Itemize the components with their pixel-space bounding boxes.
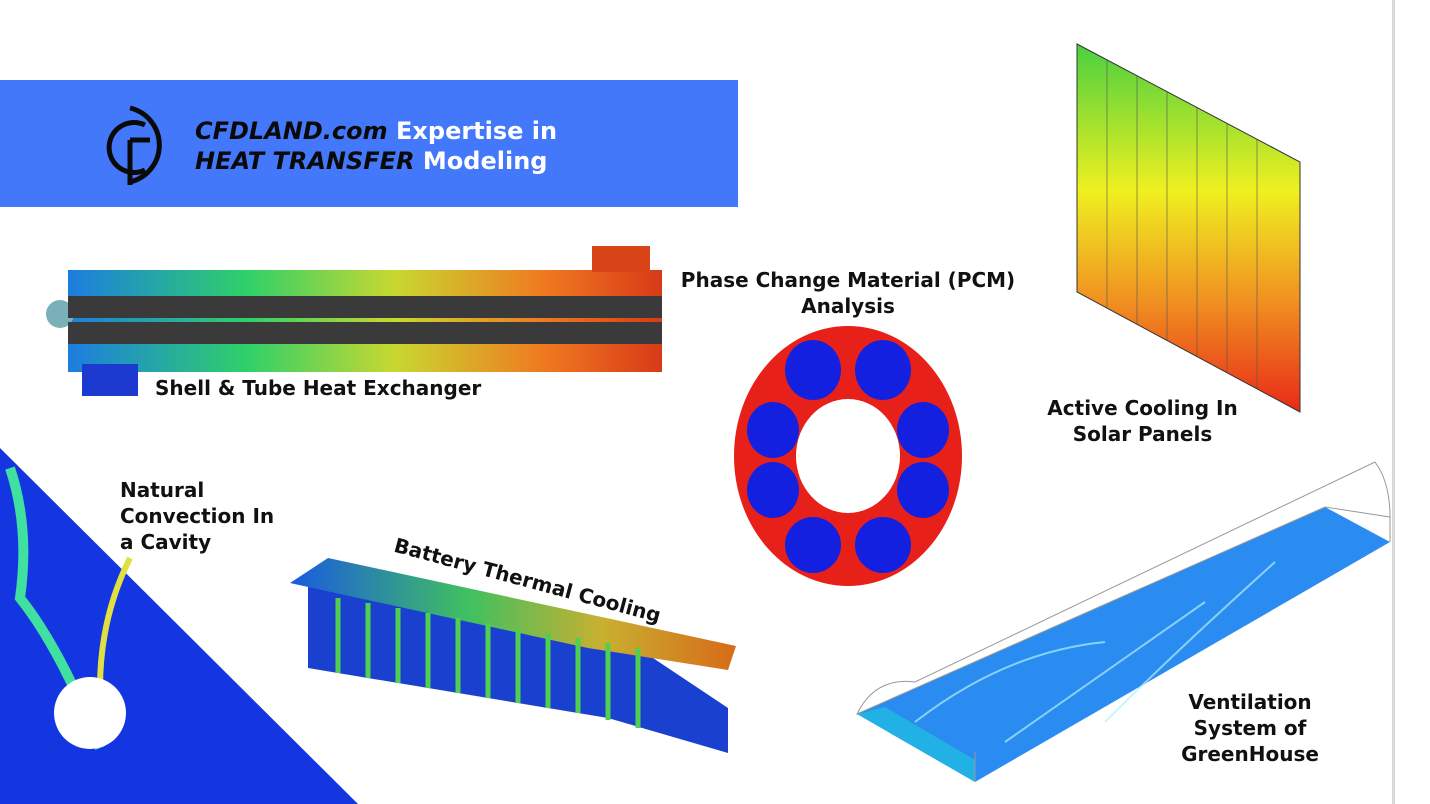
pcm-image [734,326,962,586]
battery-image [290,558,736,753]
greenhouse-label-line2: System of [1193,716,1307,740]
cfdland-logo-icon [106,105,162,185]
greenhouse-label-line1: Ventilation [1188,690,1312,714]
pcm-label-line1: Phase Change Material (PCM) [680,268,1016,292]
solar-label-line1: Active Cooling In [1047,396,1238,420]
banner-topic: HEAT TRANSFER [195,147,415,175]
banner-line2: Modeling [422,147,548,175]
brand-name: CFDLAND.com [195,117,388,145]
cavity-label-line2: Convection In [120,504,275,528]
cavity-label: Natural Convection In a Cavity [120,477,274,555]
shell-tube-label: Shell & Tube Heat Exchanger [155,376,482,400]
solar-label: Active Cooling In Solar Panels [1040,395,1245,447]
greenhouse-label-line3: GreenHouse [1181,742,1319,766]
solar-label-line2: Solar Panels [1072,422,1213,446]
pcm-label-line2: Analysis [801,294,895,318]
title-banner [0,80,738,207]
greenhouse-label: Ventilation System of GreenHouse [1160,689,1340,767]
cavity-label-line1: Natural [120,478,205,502]
page-divider [1392,0,1395,804]
banner-title: CFDLAND.com Expertise in HEAT TRANSFER M… [195,116,557,176]
shell-tube-image [46,246,662,396]
solar-panel-image [1076,43,1301,413]
pcm-label: Phase Change Material (PCM) Analysis [660,267,1036,319]
greenhouse-image [855,461,1391,782]
banner-line1: Expertise in [396,117,558,145]
cavity-label-line3: a Cavity [120,530,212,554]
cavity-image [0,448,358,804]
